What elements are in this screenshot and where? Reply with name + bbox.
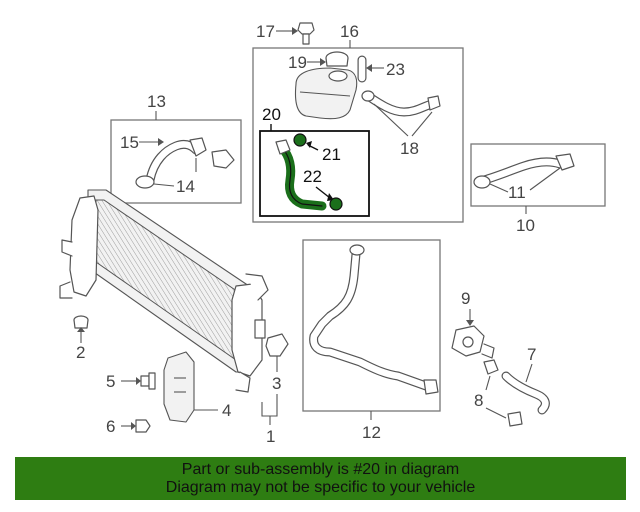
callout-4: 4 xyxy=(222,401,231,420)
callout-10: 10 xyxy=(516,216,535,235)
part-21-clamp: 21 xyxy=(293,133,341,164)
part-9-housing: 9 xyxy=(451,289,495,359)
part-reservoir-tank xyxy=(294,67,358,120)
part-23-hose: 23 xyxy=(357,55,405,83)
part-3-bracket: 3 xyxy=(261,333,289,417)
banner-line-2: Diagram may not be specific to your vehi… xyxy=(165,478,476,496)
callout-12: 12 xyxy=(362,423,381,442)
callout-18: 18 xyxy=(400,139,419,158)
radiator xyxy=(59,189,269,393)
callout-5: 5 xyxy=(106,372,115,391)
callout-21: 21 xyxy=(322,145,341,164)
group-box-10 xyxy=(470,143,606,207)
callout-2: 2 xyxy=(76,343,85,362)
info-banner: Part or sub-assembly is #20 in diagram D… xyxy=(15,457,626,500)
banner-line-1: Part or sub-assembly is #20 in diagram xyxy=(181,460,460,478)
group-box-16 xyxy=(252,47,464,223)
group-box-13 xyxy=(110,119,242,204)
part-22-clamp: 22 xyxy=(303,167,343,211)
callout-17: 17 xyxy=(256,22,275,41)
callout-9: 9 xyxy=(461,289,470,308)
part-18-hose: 18 xyxy=(361,90,441,158)
callout-20: 20 xyxy=(262,105,281,124)
callout-7: 7 xyxy=(527,345,536,364)
callout-19: 19 xyxy=(288,53,307,72)
callout-3: 3 xyxy=(272,374,281,393)
part-6-clip: 6 xyxy=(106,417,151,436)
part-20-hose-highlighted xyxy=(275,139,327,211)
part-19-cap: 19 xyxy=(288,51,349,72)
callout-6: 6 xyxy=(106,417,115,436)
callout-14: 14 xyxy=(176,177,195,196)
callout-11: 11 xyxy=(508,183,526,202)
callout-13: 13 xyxy=(147,92,166,111)
callout-1: 1 xyxy=(266,427,275,446)
part-4-air-guard: 4 xyxy=(163,351,231,423)
parts-diagram: 2 3 1 4 5 6 13 15 xyxy=(59,22,606,446)
callout-16: 16 xyxy=(340,22,359,41)
part-17-bolt: 17 xyxy=(256,22,315,45)
part-12-bypass-pipe xyxy=(309,244,439,395)
callout-15: 15 xyxy=(120,133,139,152)
callout-22: 22 xyxy=(303,167,322,186)
part-7-hose: 7 xyxy=(501,345,550,415)
part-10-lower-hose xyxy=(473,153,575,189)
group-box-20 xyxy=(259,130,370,217)
callout-8: 8 xyxy=(474,391,483,410)
part-15-upper-hose xyxy=(135,137,235,189)
part-5-bolt: 5 xyxy=(106,372,156,391)
part-8-clamp: 8 xyxy=(474,359,523,427)
callout-23: 23 xyxy=(386,60,405,79)
part-2-grommet: 2 xyxy=(73,315,89,362)
